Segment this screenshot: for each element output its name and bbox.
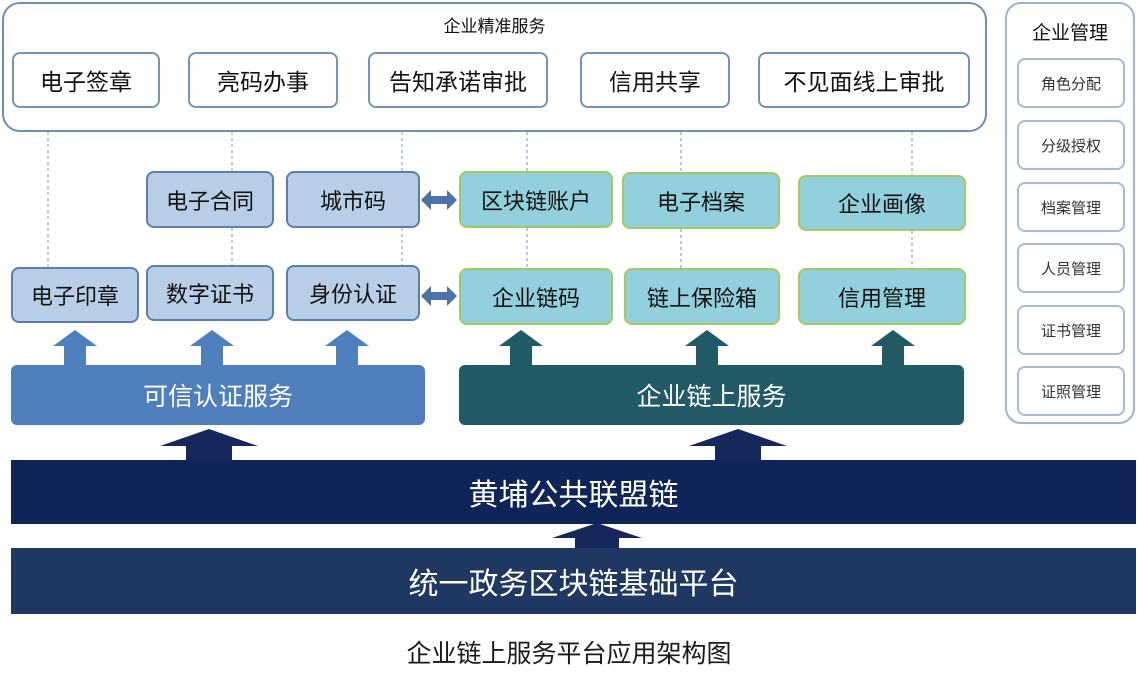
mgmt-personnel-management: 人员管理 [1017,243,1125,293]
chain-credit-management: 信用管理 [798,268,966,325]
service-commitment-approval: 告知承诺审批 [368,52,548,108]
service-online-approval: 不见面线上审批 [758,52,970,108]
diagram-caption: 企业链上服务平台应用架构图 [406,639,732,668]
service-qr-code-affairs: 亮码办事 [188,52,338,108]
trust-digital-certificate: 数字证书 [146,265,274,321]
mgmt-archive-management: 档案管理 [1017,182,1125,232]
government-blockchain-platform-bar: 统一政务区块链基础平台 [11,548,1136,614]
mgmt-role-assignment: 角色分配 [1017,58,1125,108]
service-credit-sharing: 信用共享 [580,52,730,108]
up-arrow-base-left [160,429,258,461]
double-arrow-upper [421,190,457,210]
precise-services-title: 企业精准服务 [443,16,546,37]
mgmt-certificate-management: 证书管理 [1017,305,1125,355]
service-e-signature: 电子签章 [12,52,160,108]
chain-enterprise-chaincode: 企业链码 [459,268,613,325]
mgmt-license-management: 证照管理 [1017,366,1125,416]
trust-e-seal: 电子印章 [11,267,139,323]
chain-on-chain-vault: 链上保险箱 [624,268,780,325]
double-arrow-lower [421,286,457,306]
up-arrow-base-right [689,429,787,461]
up-arrow-trust-1 [53,330,97,366]
chain-electronic-archive: 电子档案 [622,172,780,229]
trusted-authentication-service-bar: 可信认证服务 [11,365,425,425]
huangpu-public-chain-bar: 黄埔公共联盟链 [11,460,1136,524]
trust-identity-authentication: 身份认证 [286,265,420,321]
mgmt-tiered-authorization: 分级授权 [1017,120,1125,170]
trust-city-code: 城市码 [286,171,420,228]
enterprise-management-title: 企业管理 [1031,21,1108,44]
up-arrow-chain-3 [871,330,915,366]
chain-enterprise-portrait: 企业画像 [798,175,966,231]
up-arrow-trust-3 [325,330,369,366]
up-arrow-trust-2 [190,330,234,366]
enterprise-on-chain-service-bar: 企业链上服务 [459,365,964,425]
chain-blockchain-account: 区块链账户 [459,171,613,228]
up-arrow-chain-2 [685,330,729,366]
up-arrow-platform [552,523,642,549]
trust-e-contract: 电子合同 [146,171,274,228]
up-arrow-chain-1 [499,330,543,366]
